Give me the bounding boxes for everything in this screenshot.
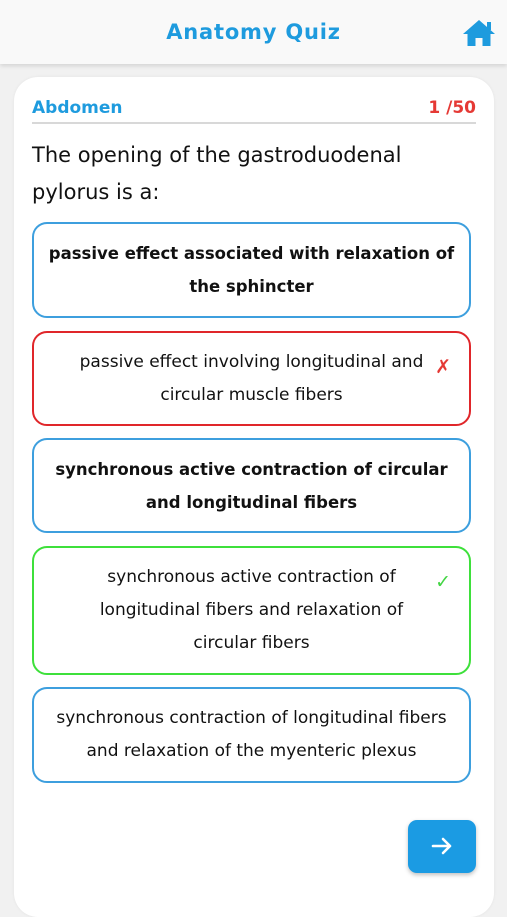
answer-option-text: synchronous active contraction of longit… — [99, 567, 404, 653]
answer-option-3[interactable]: synchronous active contraction of circul… — [32, 438, 471, 533]
answer-option-2[interactable]: passive effect involving longitudinal an… — [32, 331, 471, 426]
answer-option-text: passive effect involving longitudinal an… — [79, 351, 424, 405]
correct-mark-icon: ✓ — [435, 571, 451, 593]
app-title: Anatomy Quiz — [166, 20, 341, 44]
answer-option-text: passive effect associated with relaxatio… — [48, 244, 455, 296]
question-counter: 1 /50 — [428, 98, 476, 118]
question-text: The opening of the gastroduodenal pyloru… — [32, 143, 402, 204]
top-bar: Anatomy Quiz — [0, 0, 507, 64]
category-label: Abdomen — [32, 98, 123, 118]
arrow-right-icon — [431, 837, 452, 855]
answer-option-text: synchronous active contraction of circul… — [55, 459, 448, 512]
answer-option-1[interactable]: passive effect associated with relaxatio… — [32, 222, 471, 318]
home-icon — [463, 20, 495, 46]
wrong-mark-icon: ✗ — [435, 356, 451, 378]
home-button[interactable] — [462, 19, 496, 47]
answer-option-4[interactable]: synchronous active contraction of longit… — [32, 546, 471, 675]
divider — [32, 122, 476, 124]
answer-option-5[interactable]: synchronous contraction of longitudinal … — [32, 687, 471, 783]
answer-option-text: synchronous contraction of longitudinal … — [56, 708, 447, 761]
next-button[interactable] — [408, 820, 476, 873]
